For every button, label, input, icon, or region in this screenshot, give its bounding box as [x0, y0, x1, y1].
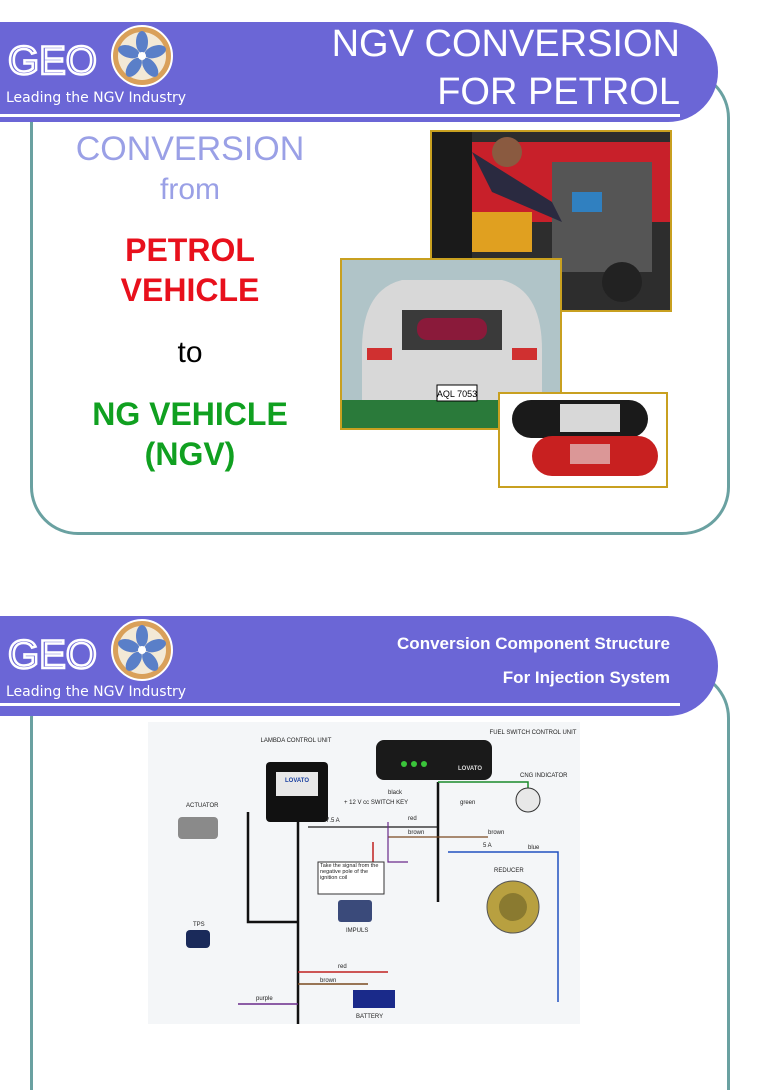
fuel-switch-control-unit [376, 740, 492, 780]
svg-text:purple: purple [256, 996, 273, 1002]
banner-underline [0, 114, 680, 117]
svg-text:+ 12 V cc SWITCH KEY: + 12 V cc SWITCH KEY [344, 800, 408, 806]
to-label: to [177, 336, 203, 369]
gas-cylinders-photo [498, 392, 668, 488]
svg-text:GEO: GEO [8, 633, 97, 677]
banner-underline [0, 703, 680, 706]
svg-text:red: red [338, 964, 347, 970]
svg-text:brown: brown [408, 830, 424, 836]
flower-emblem-icon [111, 25, 173, 87]
impulse [338, 900, 372, 922]
vehicle-label: VEHICLE [120, 272, 260, 308]
svg-text:5 A: 5 A [483, 843, 492, 849]
svg-text:green: green [460, 800, 475, 806]
svg-text:BATTERY: BATTERY [356, 1014, 383, 1020]
flower-emblem-icon [111, 619, 173, 681]
wiring-diagram: LOVATO LAMBDA CONTROL UNIT LOVATO FUEL S… [148, 722, 580, 1024]
signal-note [317, 861, 385, 895]
svg-text:IMPULS: IMPULS [346, 928, 368, 934]
slide-title-line1: NGV CONVERSION [331, 23, 680, 65]
slide-ngv-conversion: GEO Leading the NGV Industry NGV CONVERS… [0, 22, 730, 535]
svg-text:black: black [388, 790, 403, 796]
svg-text:red: red [408, 816, 417, 822]
actuator [178, 817, 218, 839]
svg-text:GEO: GEO [8, 39, 97, 83]
car-trunk-photo: AQL 7053 [340, 258, 562, 430]
geo-logo: GEO [7, 619, 173, 681]
svg-text:REDUCER: REDUCER [494, 868, 524, 874]
conversion-label: CONVERSION [75, 130, 305, 168]
svg-text:LOVATO: LOVATO [285, 778, 309, 784]
geo-logo: GEO [7, 25, 173, 87]
svg-text:FUEL SWITCH CONTROL UNIT: FUEL SWITCH CONTROL UNIT [490, 730, 577, 736]
tagline: Leading the NGV Industry [6, 684, 187, 700]
tps [186, 930, 210, 948]
slide-component-structure: GEO Leading the NGV Industry Conversion … [0, 600, 768, 1090]
slide-title-line2: FOR PETROL [437, 71, 680, 113]
svg-text:brown: brown [488, 830, 504, 836]
ngv-label: (NGV) [144, 436, 236, 472]
from-label: from [160, 173, 220, 206]
svg-text:brown: brown [320, 978, 336, 984]
svg-text:AQL 7053: AQL 7053 [437, 389, 477, 399]
svg-text:blue: blue [528, 845, 540, 851]
svg-text:7.5 A: 7.5 A [326, 818, 340, 824]
svg-text:LAMBDA CONTROL UNIT: LAMBDA CONTROL UNIT [261, 738, 332, 744]
svg-text:LOVATO: LOVATO [458, 766, 482, 772]
slide-title-line1: Conversion Component Structure [397, 634, 670, 653]
slide-title-line2: For Injection System [502, 668, 670, 687]
svg-text:CNG INDICATOR: CNG INDICATOR [520, 773, 568, 779]
svg-text:TPS: TPS [193, 922, 205, 928]
ng-vehicle-label: NG VEHICLE [92, 396, 288, 432]
svg-text:ACTUATOR: ACTUATOR [186, 803, 219, 809]
petrol-label: PETROL [125, 232, 255, 268]
tagline: Leading the NGV Industry [6, 90, 187, 106]
cng-indicator [515, 787, 541, 813]
battery [353, 990, 395, 1008]
